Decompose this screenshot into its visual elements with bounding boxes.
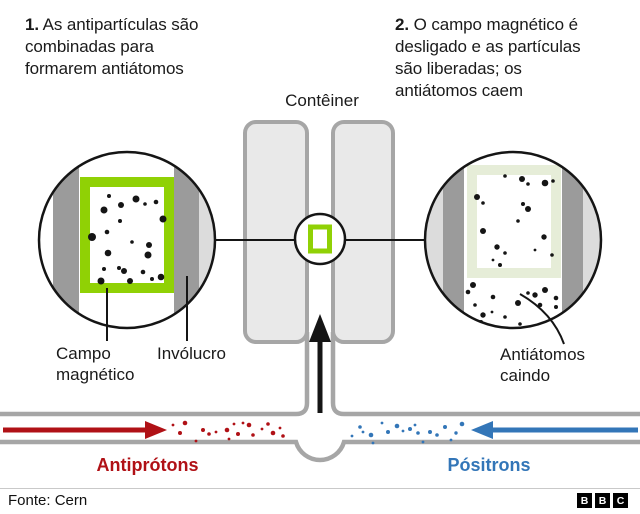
- positrons-label: Pósitrons: [447, 455, 531, 475]
- container-trap-rect: [308, 224, 332, 254]
- positron-particles: [350, 421, 465, 445]
- antiprotons-label: Antiprótons: [96, 455, 199, 475]
- container-label: Contêiner: [285, 91, 359, 110]
- magnetic-field-label: Campo magnético: [56, 344, 135, 384]
- falling-antiatoms-label: Antiátomos caindo: [500, 345, 586, 385]
- antiproton-arrowhead-icon: [145, 421, 167, 439]
- casing-label: Invólucro: [157, 344, 226, 363]
- step-2-text: 2. O campo magnético é desligado e as pa…: [395, 15, 581, 100]
- beam-tube-bottom: [0, 439, 640, 463]
- bbc-logo: B B C: [577, 493, 628, 508]
- container-wall-band-left: [425, 152, 443, 328]
- beam-tube-top-left: [0, 332, 310, 417]
- trapped-antiatoms: [88, 194, 167, 285]
- footer-divider: [0, 488, 640, 489]
- magnetic-field-off-rect: [467, 165, 561, 278]
- casing-band-right: [562, 152, 583, 328]
- beam-tube-top-right: [330, 332, 640, 417]
- bbc-logo-letter: C: [613, 493, 628, 508]
- step-1-number: 1.: [25, 15, 39, 34]
- positron-arrowhead-icon: [471, 421, 493, 439]
- bbc-logo-letter: B: [577, 493, 592, 508]
- antiproton-particles: [171, 420, 285, 443]
- magnetic-field-rect: [80, 177, 174, 293]
- container-wall-band-right: [583, 152, 601, 328]
- magnifier-left-ring: [37, 150, 217, 330]
- source-credit: Fonte: Cern: [8, 492, 88, 509]
- casing-band-left: [443, 152, 464, 328]
- magnifier-right-content: [425, 152, 601, 328]
- magnifier-right-ring: [423, 150, 603, 330]
- step-2-number: 2.: [395, 15, 409, 34]
- callout-curve-falling-antiatoms: [519, 293, 565, 345]
- step-1-text: 1. As antipartículas são combinadas para…: [25, 15, 199, 78]
- bbc-logo-letter: B: [595, 493, 610, 508]
- injection-arrowhead-icon: [309, 314, 331, 342]
